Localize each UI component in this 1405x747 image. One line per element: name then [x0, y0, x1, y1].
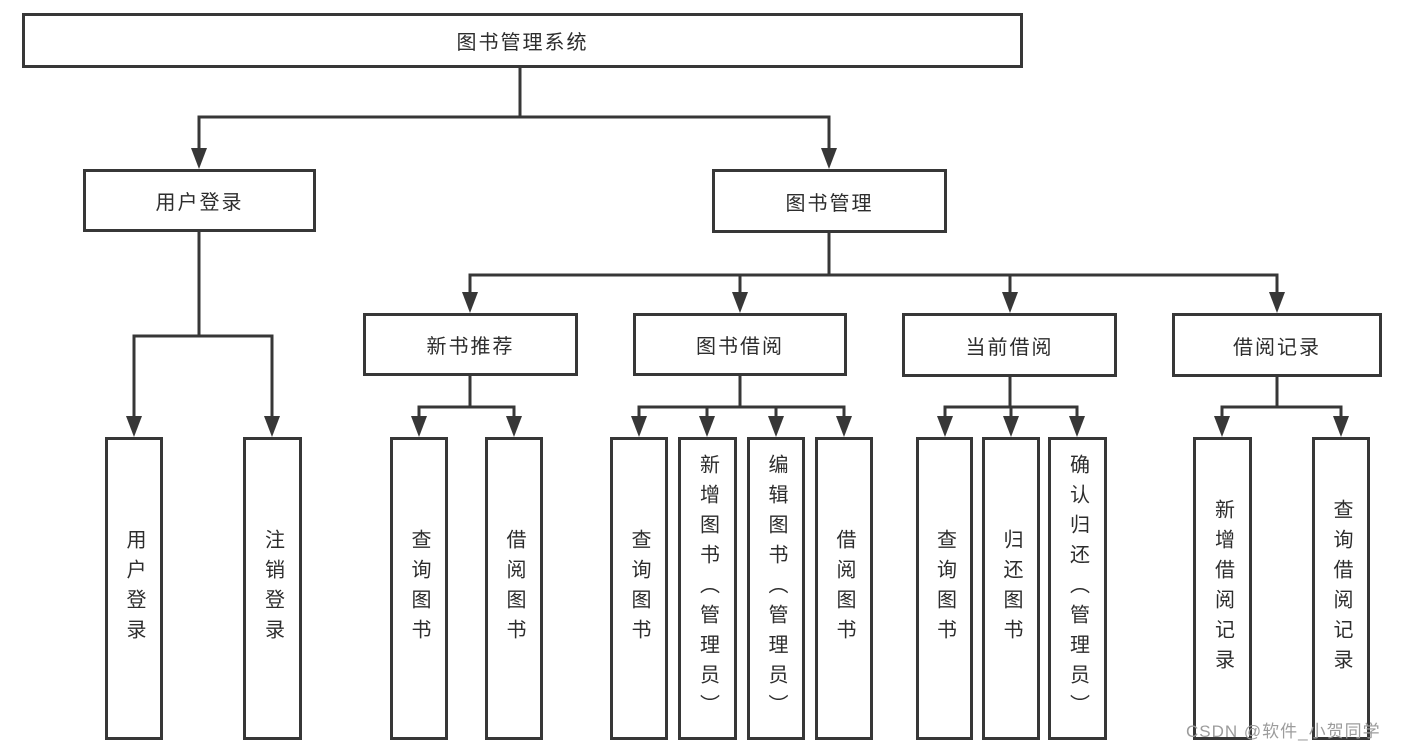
leaf-br-query-record: 查询借阅记录 — [1312, 437, 1370, 740]
leaf-user-login: 用户登录 — [105, 437, 163, 740]
leaf-cb-return-books: 归还图书 — [982, 437, 1040, 740]
leaf-nb-query-books: 查询图书 — [390, 437, 448, 740]
leaf-bb-edit-books-admin: 编辑图书（管理员） — [747, 437, 805, 740]
leaf-bb-borrow-books: 借阅图书 — [815, 437, 873, 740]
node-borrow-record: 借阅记录 — [1172, 313, 1382, 377]
leaf-bb-add-books-admin: 新增图书（管理员） — [678, 437, 737, 740]
leaf-br-add-record: 新增借阅记录 — [1193, 437, 1252, 740]
leaf-cb-confirm-return-admin: 确认归还（管理员） — [1048, 437, 1107, 740]
node-new-book-recommend: 新书推荐 — [363, 313, 578, 376]
node-user-login: 用户登录 — [83, 169, 316, 232]
node-book-management: 图书管理 — [712, 169, 947, 233]
leaf-cb-query-books: 查询图书 — [916, 437, 973, 740]
node-root: 图书管理系统 — [22, 13, 1023, 68]
leaf-nb-borrow-books: 借阅图书 — [485, 437, 543, 740]
node-book-borrow: 图书借阅 — [633, 313, 847, 376]
leaf-logout: 注销登录 — [243, 437, 302, 740]
node-current-borrow: 当前借阅 — [902, 313, 1117, 377]
leaf-bb-query-books: 查询图书 — [610, 437, 668, 740]
csdn-watermark: CSDN @软件_小贺同学 — [1186, 722, 1381, 741]
